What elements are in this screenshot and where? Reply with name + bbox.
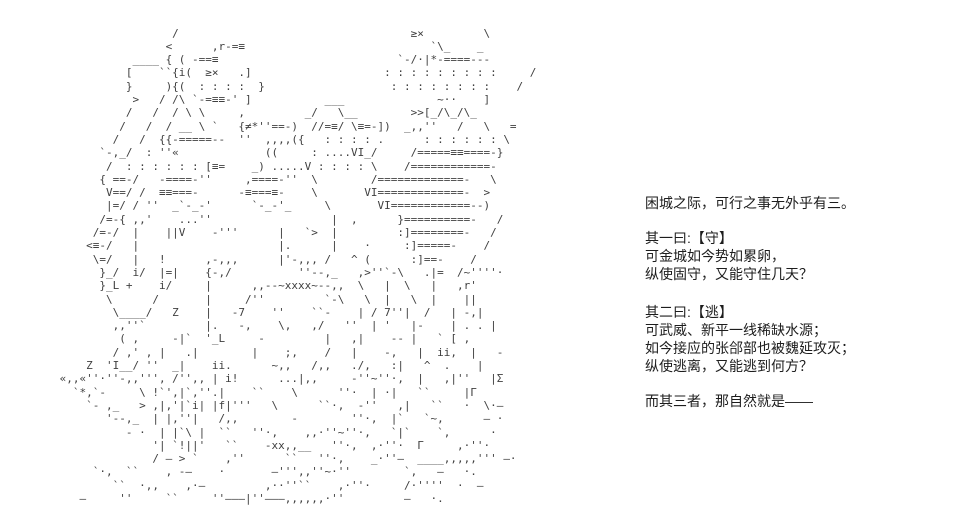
option-flee-line-2: 如今接应的张郃部也被魏延攻灭； (645, 340, 855, 356)
dialogue-closing: 而其三者，那自然就是—— (645, 393, 813, 409)
option-guard-line-2: 纵使固守，又能守住几天？ (645, 266, 813, 282)
dialogue-intro: 困城之际，可行之事无外乎有三。 (645, 195, 855, 211)
dialogue-option-guard: 其一曰:【守】 可金城如今势如累卵， 纵使固守，又能守住几天？ (645, 229, 813, 283)
option-flee-line-3: 纵使逃离，又能逃到何方？ (645, 358, 813, 374)
option-guard-title: 其一曰:【守】 (645, 230, 733, 246)
option-flee-line-1: 可武威、新平一线稀缺水源； (645, 322, 827, 338)
option-flee-title: 其二曰:【逃】 (645, 304, 733, 320)
ascii-art-portrait: / ≥× \ < ,r-=≡ `\_ _ ____ { ( -==≡ `-/·|… (59, 26, 537, 505)
dialogue-option-flee: 其二曰:【逃】 可武威、新平一线稀缺水源； 如今接应的张郃部也被魏延攻灭； 纵使… (645, 303, 855, 375)
option-guard-line-1: 可金城如今势如累卵， (645, 248, 785, 264)
